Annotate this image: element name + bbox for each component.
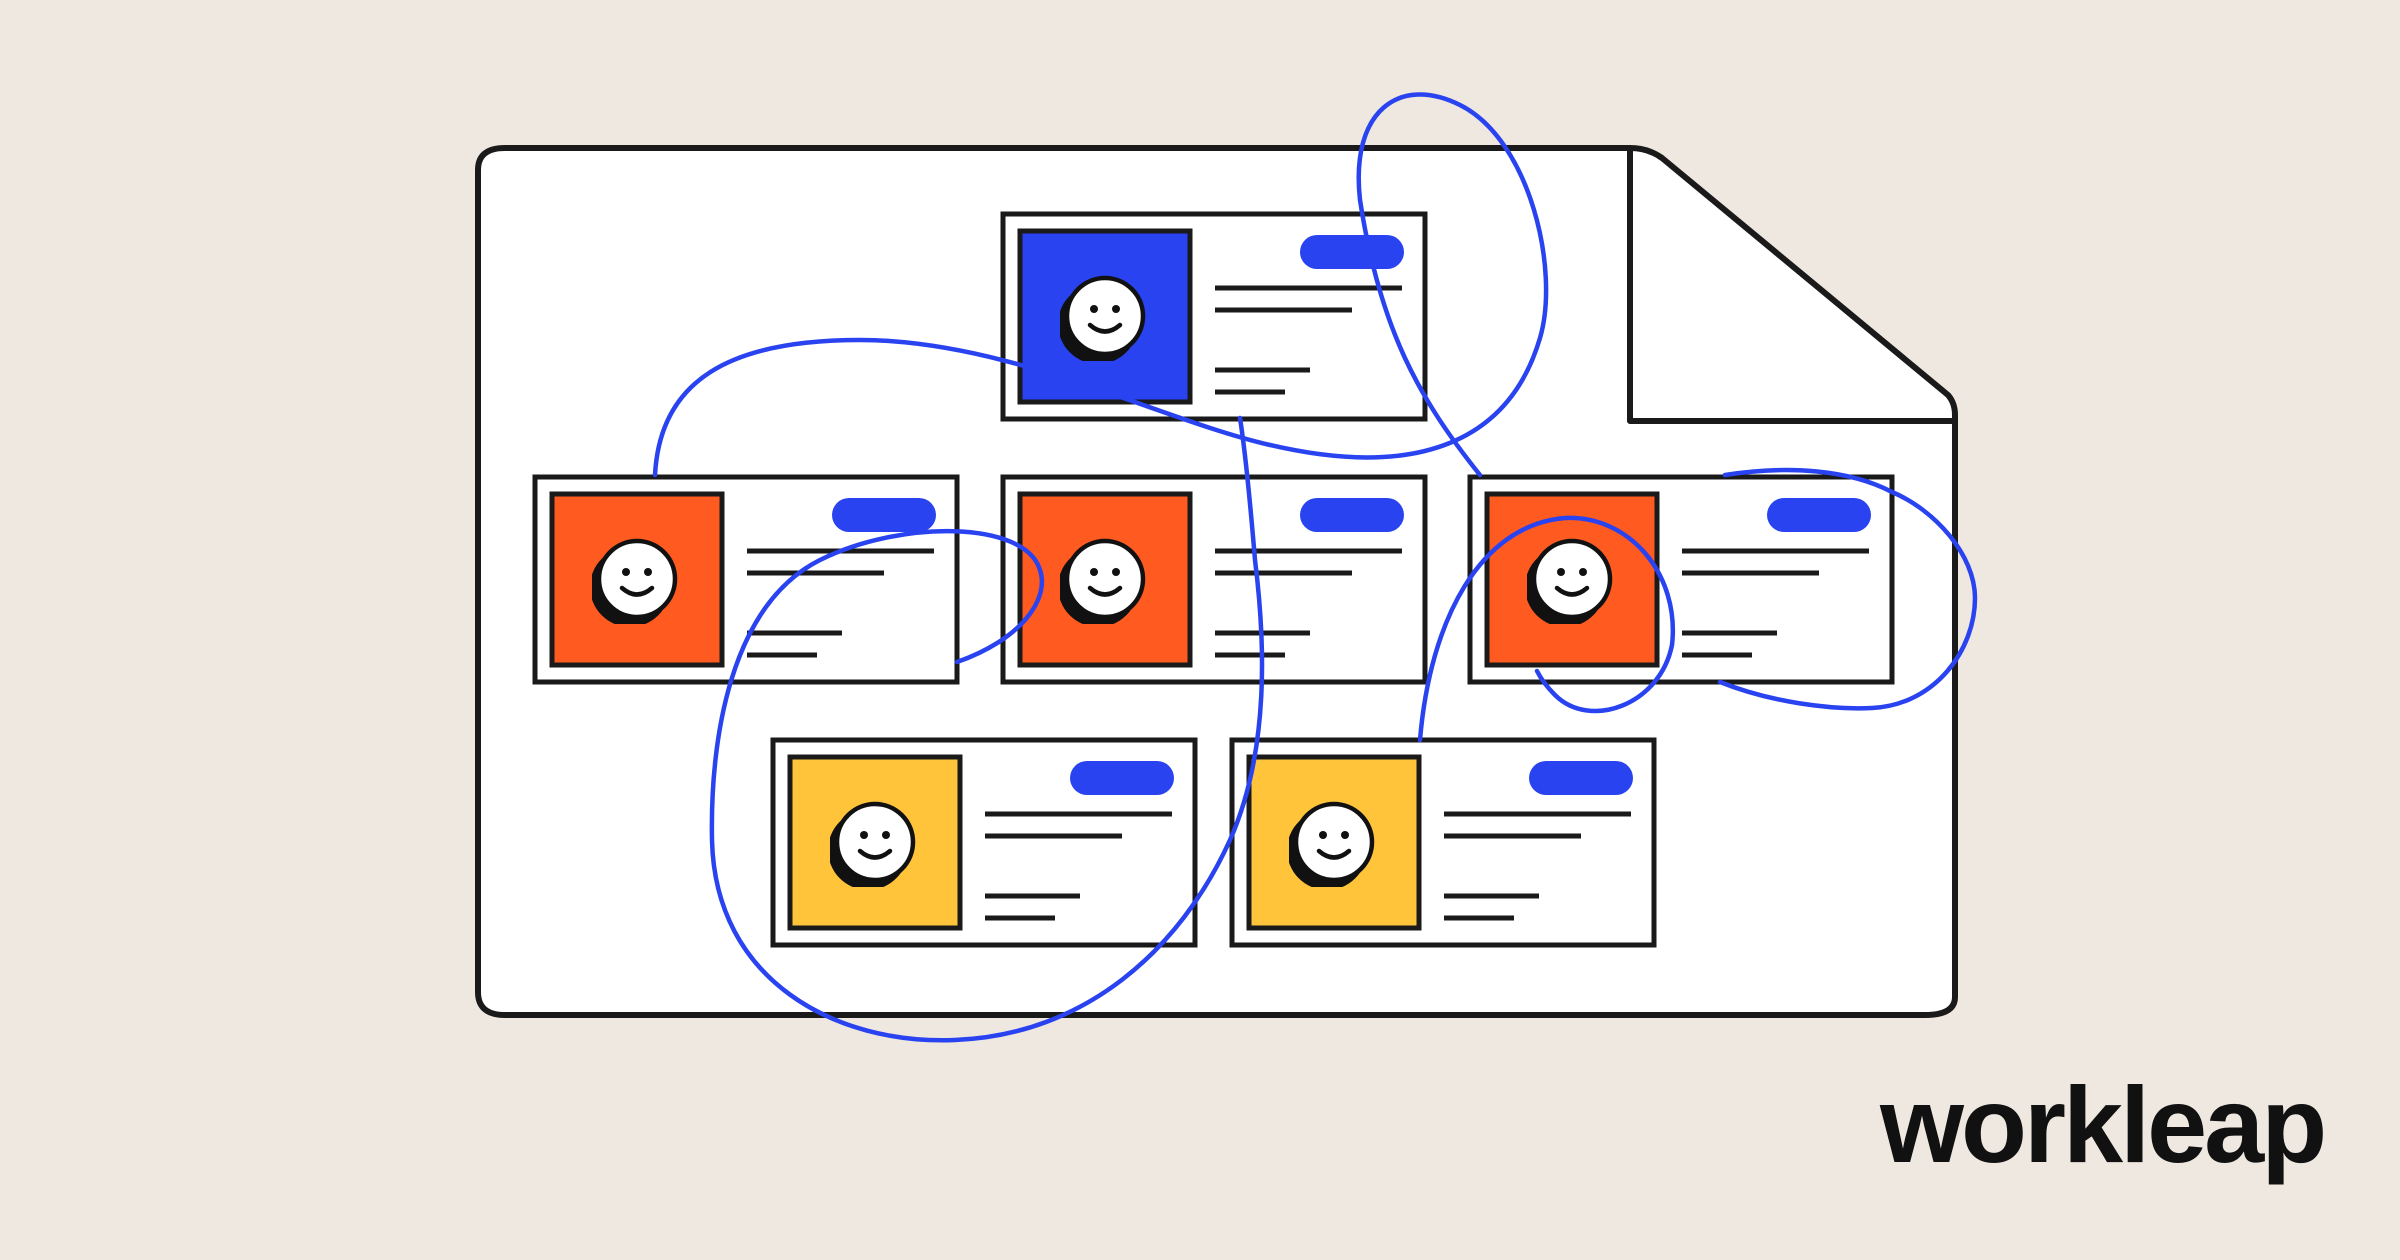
org-card-bottom-left (770, 737, 1198, 948)
connector-loop-far-right (1717, 467, 1978, 711)
workleap-logo: workleap (1880, 1064, 2327, 1185)
org-card-top (1000, 211, 1428, 422)
org-chart (532, 211, 1895, 948)
pill-badge-icon (1300, 498, 1404, 532)
connector-loop-right (1417, 515, 1676, 743)
pill-badge-icon (1529, 761, 1633, 795)
connector-lines (652, 92, 1978, 1043)
org-card-middle-right (1467, 474, 1895, 685)
pill-badge-icon (1300, 235, 1404, 269)
org-card-bottom-right (1229, 737, 1657, 948)
document-fold (1627, 150, 1953, 424)
pill-badge-icon (832, 498, 936, 532)
org-card-middle-center (1000, 474, 1428, 685)
connector-loop-top (652, 92, 1549, 478)
pill-badge-icon (1070, 761, 1174, 795)
pill-badge-icon (1767, 498, 1871, 532)
connector-loop-left (709, 415, 1265, 1043)
org-card-middle-left (532, 474, 960, 685)
